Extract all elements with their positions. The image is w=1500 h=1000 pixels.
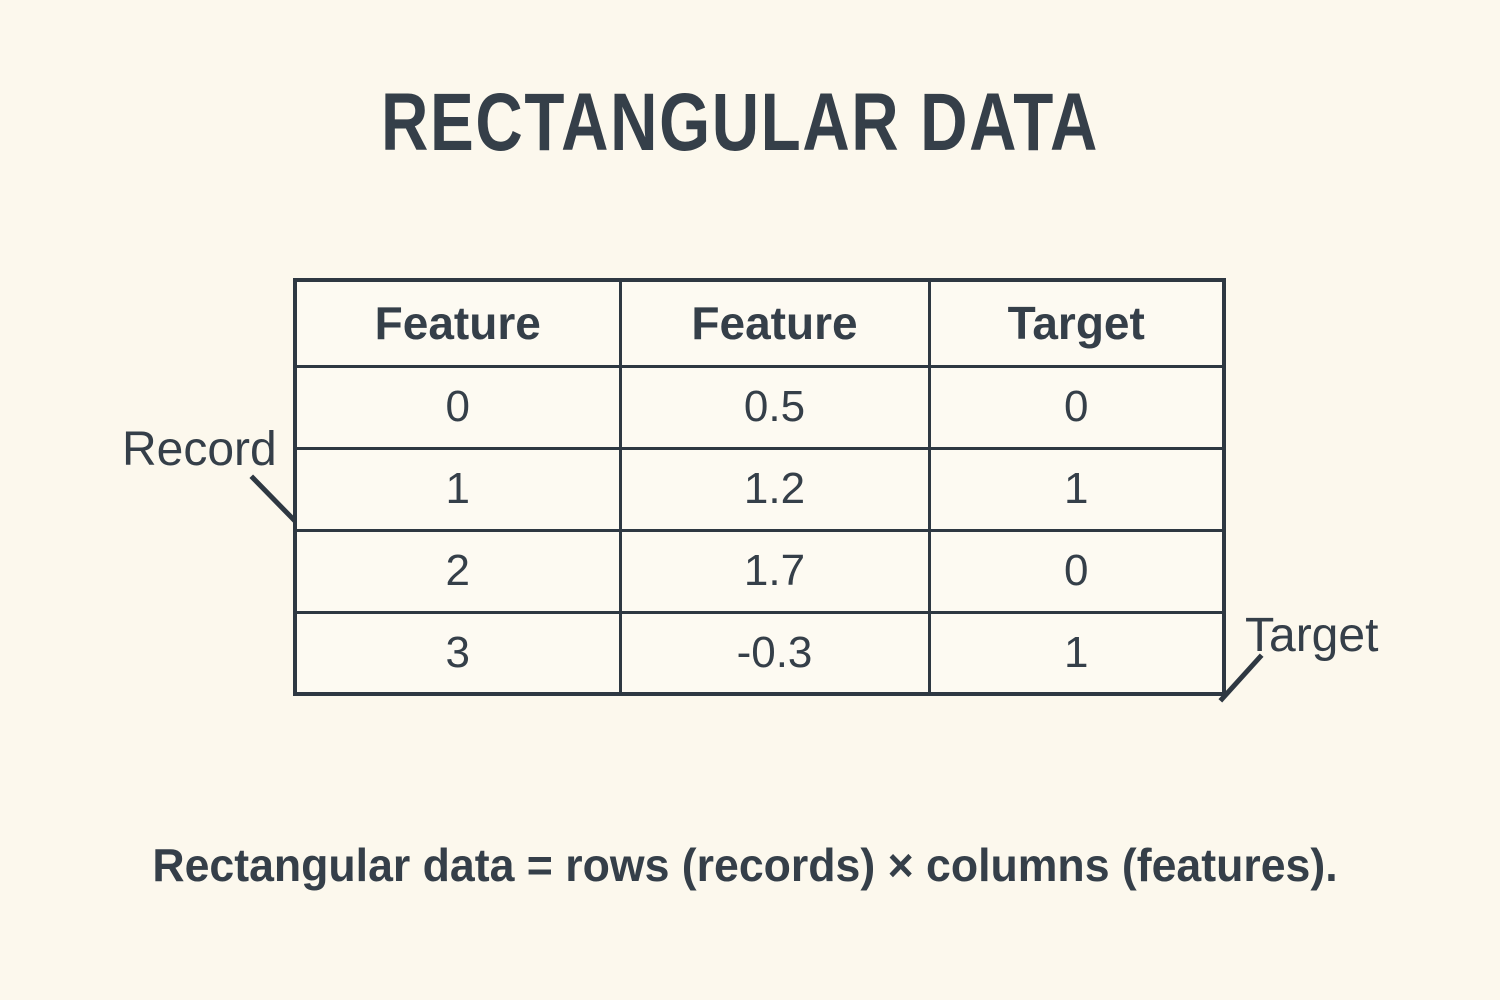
column-header-feature-1: Feature	[293, 278, 622, 368]
table-cell: 0.5	[618, 364, 931, 450]
table-row: 3 -0.3 1	[293, 610, 1226, 696]
page-title: RECTANGULAR DATA	[381, 77, 1099, 168]
table-cell: 0	[927, 364, 1226, 450]
table-cell: 1.7	[618, 528, 931, 614]
table-row: 0 0.5 0	[293, 364, 1226, 450]
column-header-target: Target	[927, 278, 1226, 368]
table-cell: 0	[927, 528, 1226, 614]
caption-text: Rectangular data = rows (records) × colu…	[152, 839, 1338, 891]
table-cell: 2	[293, 528, 622, 614]
record-label: Record	[122, 423, 277, 476]
table-cell: -0.3	[618, 610, 931, 696]
table-cell: 1	[927, 446, 1226, 532]
target-label: Target	[1245, 609, 1379, 662]
table-header-row: Feature Feature Target	[293, 278, 1226, 368]
table-cell: 1.2	[618, 446, 931, 532]
table-cell: 1	[293, 446, 622, 532]
table-row: 1 1.2 1	[293, 446, 1226, 532]
record-pointer-line	[249, 474, 297, 523]
table-row: 2 1.7 0	[293, 528, 1226, 614]
table-cell: 0	[293, 364, 622, 450]
table-cell: 1	[927, 610, 1226, 696]
column-header-feature-2: Feature	[618, 278, 931, 368]
table-cell: 3	[293, 610, 622, 696]
target-pointer-line	[1218, 653, 1264, 703]
data-table: Feature Feature Target 0 0.5 0 1 1.2 1 2…	[293, 278, 1226, 696]
